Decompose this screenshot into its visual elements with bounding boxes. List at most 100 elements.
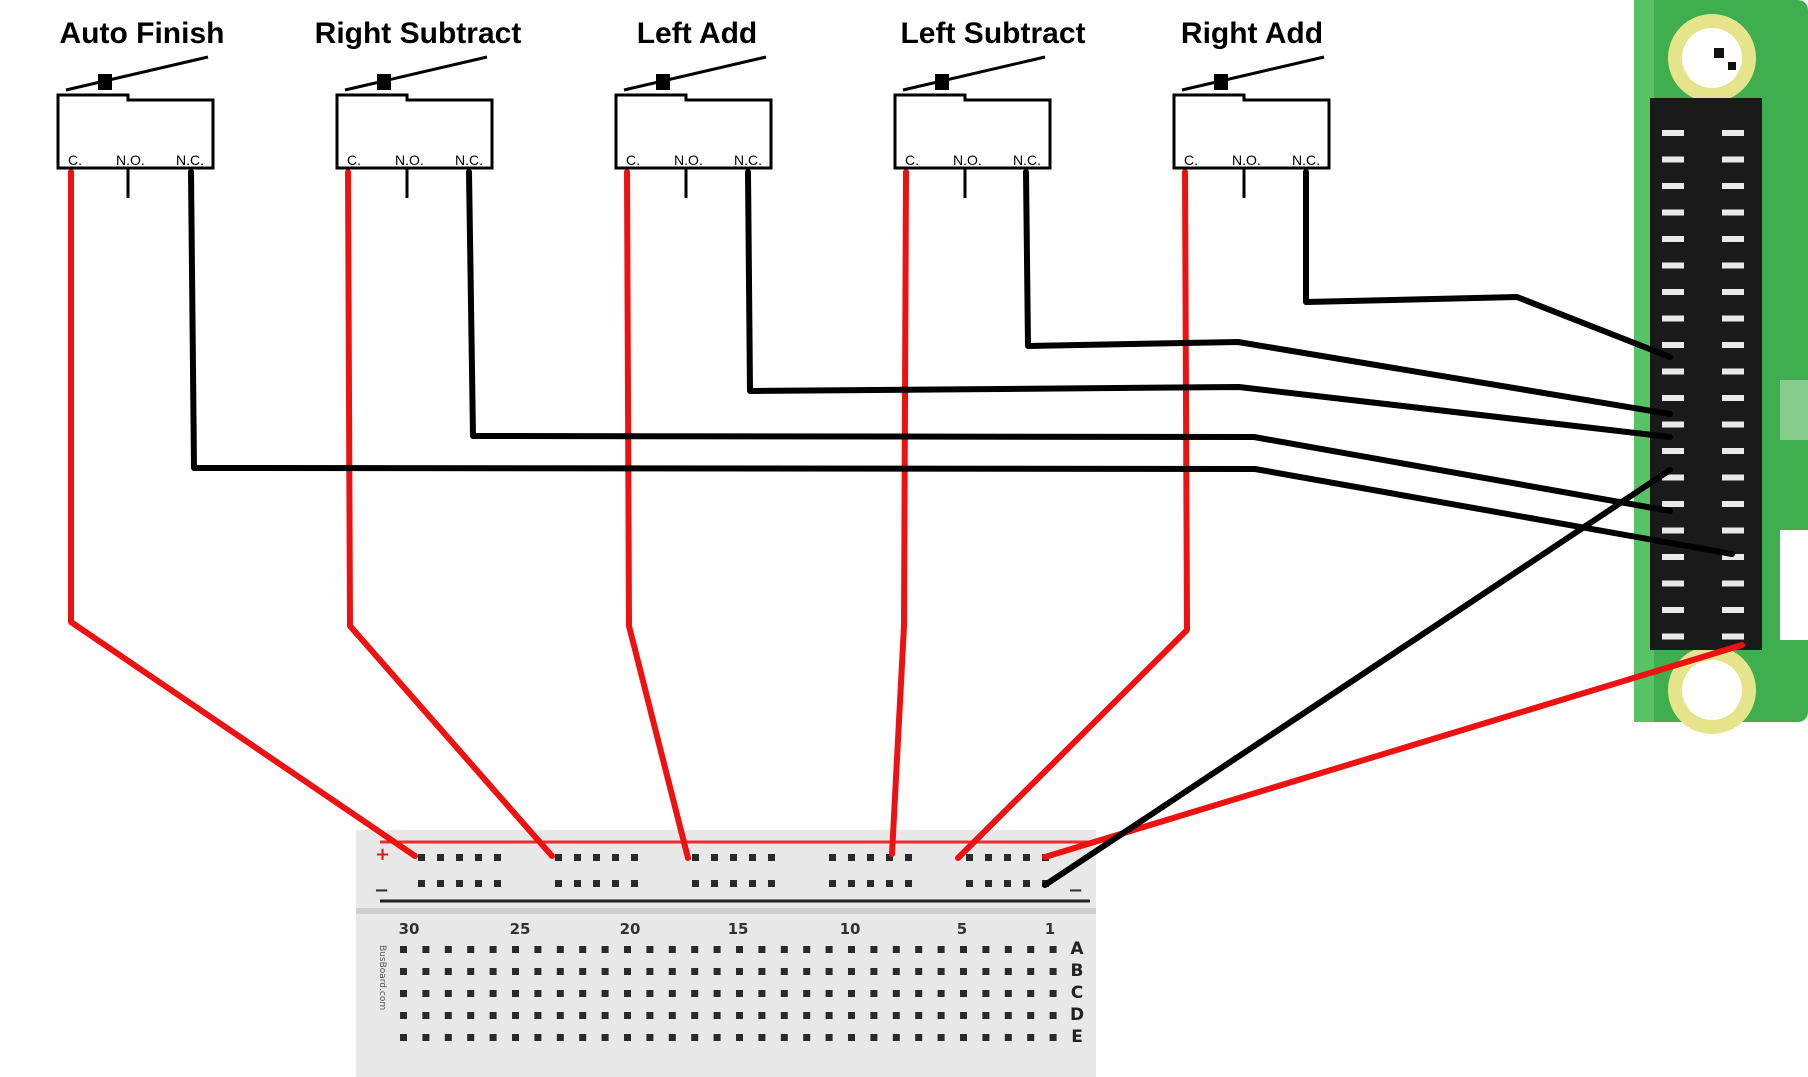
terminal-hole (422, 968, 430, 975)
terminal-hole (1027, 968, 1035, 975)
terminal-hole (556, 1012, 564, 1019)
terminal-hole (870, 1034, 878, 1041)
rail-hole (867, 854, 874, 861)
terminal-hole (1027, 990, 1035, 997)
gpio-pin (1722, 421, 1744, 428)
terminal-hole (601, 968, 609, 975)
rail-hole (711, 854, 718, 861)
gpio-pin (1722, 236, 1744, 242)
terminal-hole (444, 1012, 452, 1019)
terminal-hole (534, 1034, 542, 1041)
switch-pin-label: C. (905, 152, 919, 168)
terminal-hole (960, 1012, 967, 1019)
rail-hole (437, 854, 444, 861)
terminal-hole (1027, 1012, 1035, 1019)
switch-pin-label: N.C. (455, 152, 483, 168)
rail-hole (829, 880, 836, 887)
gpio-pin (1722, 342, 1744, 348)
gpio-pin (1662, 156, 1684, 163)
rail-hole (418, 880, 425, 887)
terminal-hole (489, 990, 497, 997)
rail-hole (631, 880, 638, 887)
terminal-hole (400, 1012, 407, 1019)
terminal-hole (624, 1034, 631, 1041)
terminal-hole (915, 1012, 923, 1019)
rail-hole (1004, 854, 1011, 861)
terminal-hole (534, 946, 542, 953)
gpio-pin (1722, 527, 1744, 534)
terminal-hole (736, 968, 743, 975)
gpio-pin (1722, 554, 1744, 560)
breadboard-row-letter: A (1070, 939, 1084, 959)
rail-hole (985, 854, 992, 861)
switch-pin-label: C. (347, 152, 361, 168)
rail-hole (966, 880, 973, 887)
terminal-hole (960, 990, 967, 997)
switch-pin-label: N.O. (1232, 152, 1261, 168)
rail-hole (730, 854, 737, 861)
common-wire (68, 169, 418, 859)
terminal-hole (691, 990, 699, 997)
rail-hole (985, 880, 992, 887)
rail-hole (749, 880, 756, 887)
gpio-pin (1722, 633, 1744, 640)
terminal-hole (870, 946, 878, 953)
terminal-hole (758, 990, 766, 997)
rail-hole (593, 880, 600, 887)
terminal-hole (937, 1034, 945, 1041)
terminal-hole (489, 968, 497, 975)
terminal-hole (736, 1012, 743, 1019)
gpio-pin (1722, 474, 1744, 481)
terminal-hole (534, 1012, 542, 1019)
switch-label: Right Subtract (315, 17, 522, 50)
switch-label: Left Add (637, 17, 758, 50)
terminal-hole (915, 1034, 923, 1041)
rail-hole (1004, 880, 1011, 887)
switch-pin-label: N.C. (1292, 152, 1320, 168)
terminal-hole (848, 1012, 855, 1019)
terminal-hole (825, 990, 833, 997)
terminal-hole (1004, 946, 1012, 953)
terminal-hole (1049, 990, 1057, 997)
terminal-hole (937, 946, 945, 953)
terminal-hole (556, 1034, 564, 1041)
switch-label: Auto Finish (60, 17, 225, 50)
terminal-hole (1004, 990, 1012, 997)
rail-hole (886, 854, 893, 861)
common-wire (889, 169, 909, 857)
terminal-hole (601, 990, 609, 997)
rail-hole (829, 854, 836, 861)
breadboard-column-number: 30 (399, 920, 420, 938)
switch-pin-label: C. (1184, 152, 1198, 168)
terminal-hole (803, 1012, 811, 1019)
terminal-hole (512, 990, 519, 997)
switch-pin-label: N.C. (1013, 152, 1041, 168)
terminal-hole (825, 1012, 833, 1019)
gpio-pin (1662, 395, 1684, 401)
terminal-hole (982, 1034, 990, 1041)
terminal-hole (892, 1012, 900, 1019)
gpio-pin (1722, 209, 1744, 216)
breadboard-row-letter: E (1071, 1027, 1083, 1047)
terminal-hole (713, 990, 721, 997)
signal-wire (1303, 169, 1673, 360)
rail-to-pi-power-wire (1042, 642, 1745, 860)
breadboard-body (356, 830, 1096, 1077)
terminal-hole (400, 1034, 407, 1041)
terminal-hole (601, 1012, 609, 1019)
breadboard-row-letter: C (1071, 983, 1083, 1003)
terminal-hole (803, 990, 811, 997)
gpio-pin (1722, 368, 1744, 375)
terminal-hole (915, 946, 923, 953)
rail-to-pi-ground-wire (1042, 467, 1673, 888)
breadboard-column-number: 25 (510, 920, 531, 938)
rail-hole (905, 854, 912, 861)
terminal-hole (1027, 1034, 1035, 1041)
terminal-hole (556, 990, 564, 997)
terminal-hole (915, 968, 923, 975)
gpio-pin (1722, 580, 1744, 587)
rail-hole (437, 880, 444, 887)
switch-pin-label: N.C. (734, 152, 762, 168)
